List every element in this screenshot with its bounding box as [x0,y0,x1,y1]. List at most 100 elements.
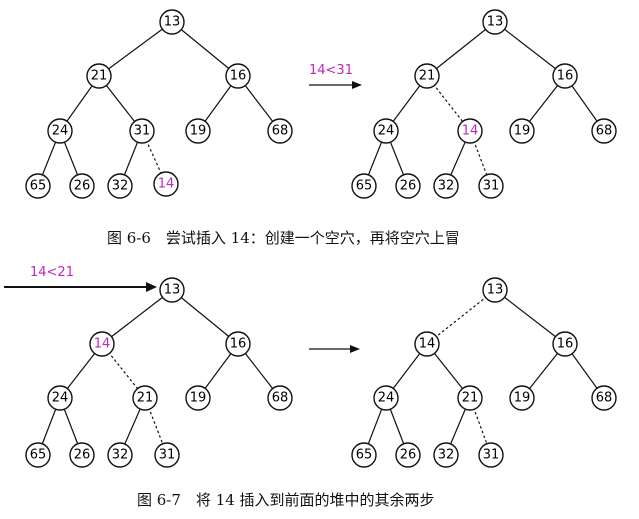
svg-text:24: 24 [52,391,69,406]
svg-text:32: 32 [112,448,129,463]
svg-text:24: 24 [52,124,69,139]
heap-node: 31 [478,173,504,199]
heap-node: 26 [69,173,95,199]
heap-node: 68 [267,118,293,144]
fig6-7-after-tree: 13 14 16 24 21 19 68 65 26 32 31 [351,277,617,468]
comparison-label: 14<21 [30,265,74,280]
heap-node: 21 [457,385,483,411]
svg-text:19: 19 [190,124,207,139]
heap-node: 21 [86,63,112,89]
tree-edge [426,21,496,77]
heap-node: 14 [414,331,440,357]
svg-text:21: 21 [462,391,479,406]
svg-text:19: 19 [514,391,531,406]
svg-text:26: 26 [74,448,91,463]
svg-text:13: 13 [164,15,181,30]
heap-node: 24 [373,118,399,144]
heap-node: 32 [433,173,459,199]
arrow-head-icon [352,81,362,89]
heap-node: 26 [395,442,421,468]
heap-node: 21 [132,385,158,411]
fig6-6-before-tree: 13 21 16 24 31 19 68 65 26 32 14 [25,9,293,199]
figure-6-7-caption: 图 6-7 将 14 插入到前面的堆中的其余两步 [137,491,435,509]
svg-text:68: 68 [596,124,613,139]
heap-node: 32 [107,442,133,468]
fig6-7-before-tree: 13 14 16 24 21 19 68 65 26 32 31 [25,277,293,468]
heap-node: 68 [591,385,617,411]
svg-text:13: 13 [164,283,181,298]
svg-text:21: 21 [91,69,108,84]
heap-node: 68 [591,118,617,144]
svg-text:65: 65 [30,179,47,194]
new-node-14: 14 [89,331,115,357]
svg-text:26: 26 [400,179,417,194]
heap-node: 24 [47,385,73,411]
heap-node: 65 [25,442,51,468]
svg-text:13: 13 [487,283,504,298]
svg-text:65: 65 [30,448,47,463]
svg-text:16: 16 [230,337,247,352]
heap-node: 13 [159,9,185,35]
svg-text:19: 19 [514,124,531,139]
fig6-7-comparison: 14<21 [4,265,157,292]
heap-node: 19 [509,118,535,144]
arrow-head-icon [146,282,157,292]
heap-node: 32 [433,442,459,468]
svg-text:65: 65 [356,179,373,194]
svg-text:14: 14 [94,337,111,352]
tree-edge [171,289,239,345]
svg-text:32: 32 [438,179,455,194]
svg-text:19: 19 [190,391,207,406]
svg-text:31: 31 [483,448,500,463]
heap-node: 16 [225,331,251,357]
heap-node: 31 [129,118,155,144]
heap-node: 19 [509,385,535,411]
svg-text:14: 14 [158,177,175,192]
fig6-7-transition [309,345,360,353]
fig6-6-transition: 14<31 [309,63,362,89]
figure-6-6-caption: 图 6-6 尝试插入 14：创建一个空穴，再将空穴上冒 [107,229,460,247]
svg-text:32: 32 [438,448,455,463]
heap-node: 65 [351,442,377,468]
heap-node: 13 [159,277,185,303]
heap-node: 31 [154,442,180,468]
tree-edge-dashed [426,289,496,345]
svg-text:13: 13 [487,15,504,30]
svg-text:31: 31 [134,124,151,139]
svg-text:68: 68 [272,391,289,406]
svg-text:24: 24 [378,124,395,139]
svg-text:14: 14 [419,337,436,352]
heap-node: 24 [373,385,399,411]
svg-text:31: 31 [159,448,176,463]
fig6-6-after-tree: 13 21 16 24 14 19 68 65 26 32 31 [351,9,617,199]
comparison-label: 14<31 [309,63,353,78]
heap-node: 31 [478,442,504,468]
svg-text:14: 14 [462,124,479,139]
svg-text:16: 16 [557,337,574,352]
new-node-14: 14 [153,171,179,197]
svg-text:24: 24 [378,391,395,406]
heap-node: 26 [395,173,421,199]
heap-node: 65 [25,173,51,199]
svg-text:21: 21 [137,391,154,406]
svg-text:16: 16 [557,69,574,84]
heap-node: 24 [47,118,73,144]
tree-edge [494,21,566,77]
heap-node: 19 [185,385,211,411]
heap-node: 16 [225,63,251,89]
tree-edge [171,21,239,77]
heap-node: 16 [552,63,578,89]
svg-text:21: 21 [419,69,436,84]
heap-node: 13 [482,277,508,303]
svg-text:68: 68 [596,391,613,406]
svg-text:31: 31 [483,179,500,194]
svg-text:68: 68 [272,124,289,139]
heap-node: 68 [267,385,293,411]
tree-edge [494,289,566,345]
new-node-14: 14 [457,118,483,144]
heap-node: 19 [185,118,211,144]
heap-node: 21 [414,63,440,89]
svg-text:32: 32 [112,179,129,194]
svg-text:65: 65 [356,448,373,463]
